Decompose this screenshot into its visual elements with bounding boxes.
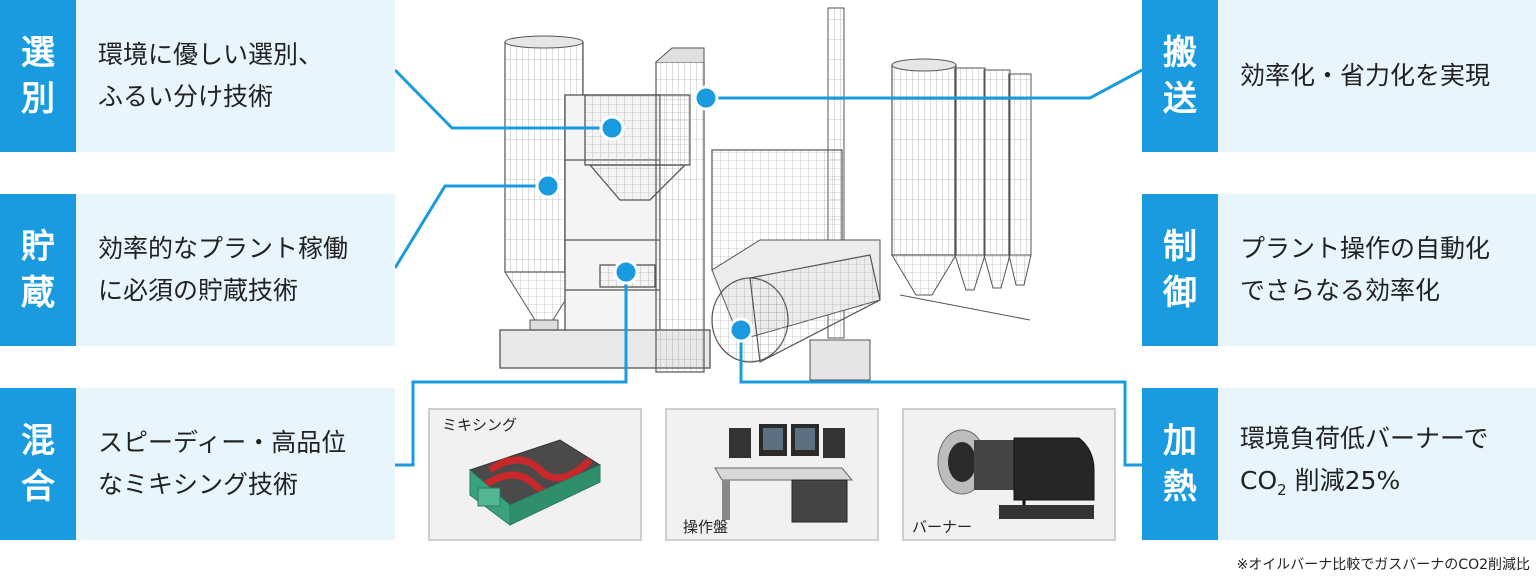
mixer-icon — [469, 439, 602, 526]
card-control: 制 御 プラント操作の自動化でさらなる効率化 — [1142, 194, 1536, 346]
tag-mixing: 混 合 — [0, 388, 76, 540]
tag-heating: 加 熱 — [1142, 388, 1218, 540]
thumbnail-console-label: 操作盤 — [683, 518, 729, 536]
connector-lines — [393, 68, 1143, 467]
tag-storage: 貯 蔵 — [0, 194, 76, 346]
thumbnail-burner: バーナー — [902, 408, 1116, 541]
thumbnail-mixer: ミキシング — [428, 408, 642, 541]
bucket-elevator — [655, 47, 705, 373]
card-storage-text: 効率的なプラント稼働に必須の貯蔵技術 — [98, 234, 349, 305]
card-control-text: プラント操作の自動化でさらなる効率化 — [1240, 234, 1491, 305]
thumbnail-mixer-label: ミキシング — [442, 416, 518, 434]
connector-dots — [535, 85, 754, 343]
tag-sorting: 選 別 — [0, 0, 76, 152]
card-sorting-text: 環境に優しい選別、ふるい分け技術 — [98, 40, 324, 111]
tag-conveying: 搬 送 — [1142, 0, 1218, 152]
tag-control: 制 御 — [1142, 194, 1218, 346]
card-conveying-text: 効率化・省力化を実現 — [1240, 61, 1491, 90]
card-conveying: 搬 送 効率化・省力化を実現 — [1142, 0, 1536, 152]
console-icon — [714, 424, 854, 523]
burner-icon — [937, 429, 1095, 519]
footnote: ※オイルバーナ比較でガスバーナのCO2削減比 — [1236, 557, 1530, 573]
card-mixing-text: スピーディー・高品位なミキシング技術 — [98, 428, 347, 499]
thumbnail-console: 操作盤 — [665, 408, 879, 541]
card-sorting: 選 別 環境に優しい選別、ふるい分け技術 — [0, 0, 395, 152]
thumbnail-burner-label: バーナー — [912, 518, 973, 536]
card-mixing: 混 合 スピーディー・高品位なミキシング技術 — [0, 388, 395, 540]
dryer-drum — [711, 149, 881, 381]
card-storage: 貯 蔵 効率的なプラント稼働に必須の貯蔵技術 — [0, 194, 395, 346]
